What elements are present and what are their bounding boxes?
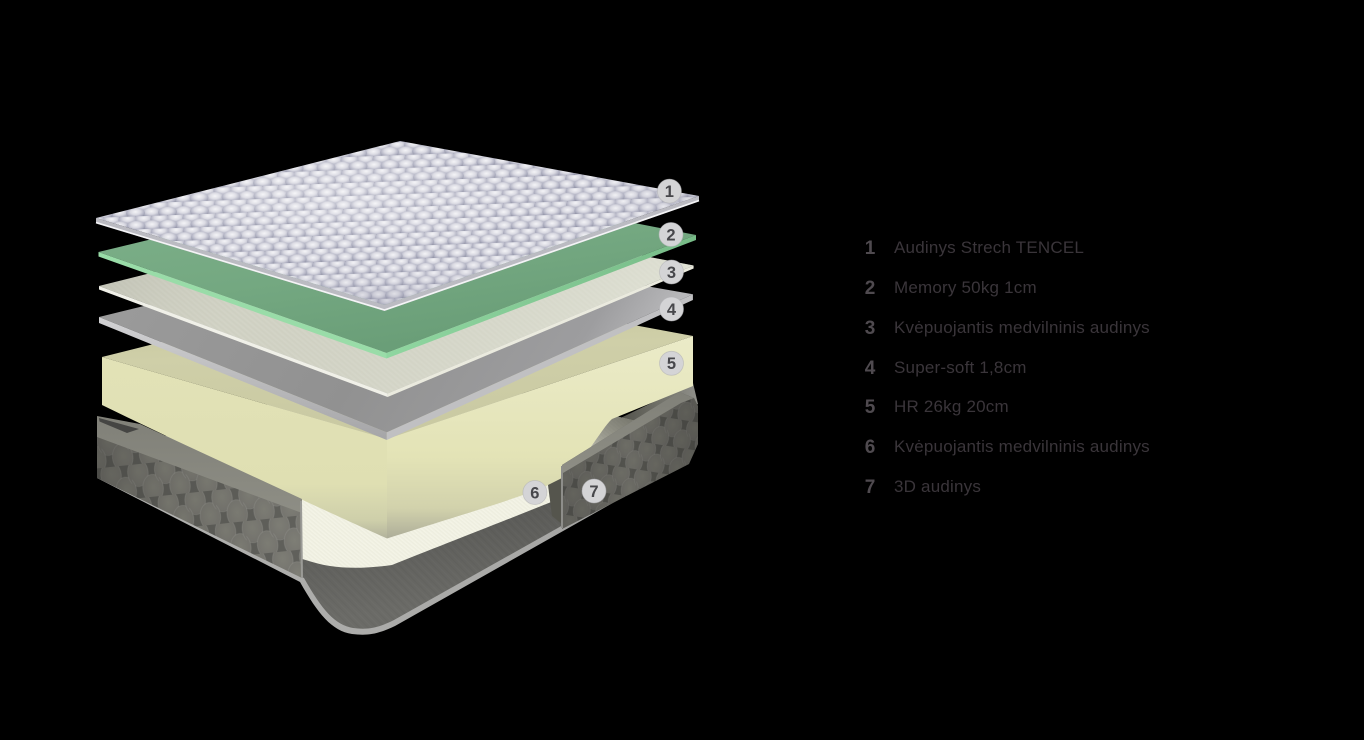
- svg-text:4: 4: [667, 301, 677, 319]
- svg-text:6: 6: [530, 484, 539, 502]
- svg-text:1: 1: [665, 183, 674, 201]
- svg-text:3: 3: [667, 264, 676, 282]
- svg-text:7: 7: [589, 483, 598, 501]
- svg-text:5: 5: [667, 355, 676, 373]
- svg-text:2: 2: [666, 226, 675, 244]
